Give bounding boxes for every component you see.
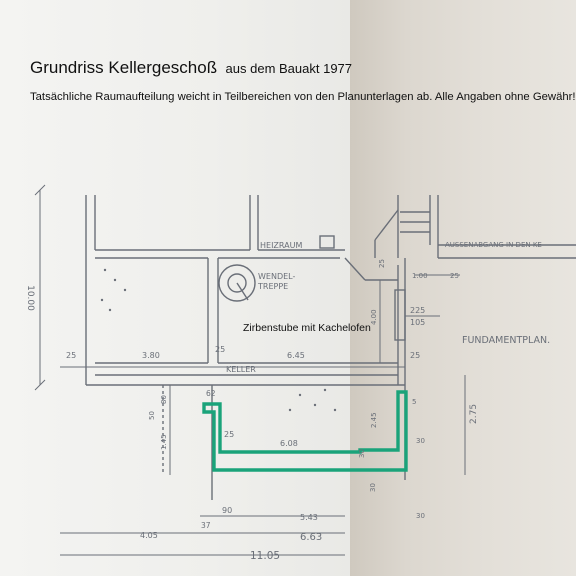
page-title-suffix: aus dem Bauakt 1977 xyxy=(225,61,353,76)
room-label-treppe: TREPPE xyxy=(257,282,288,291)
dim-25-r: 25 xyxy=(450,272,459,280)
dim-4-00: 4.00 xyxy=(370,309,378,325)
dim-11-05: 11.05 xyxy=(250,550,280,562)
dim-80: 80 xyxy=(160,395,168,404)
dim-6-08: 6.08 xyxy=(280,439,298,448)
dim-62: 62 xyxy=(206,389,216,398)
dim-25-right: 25 xyxy=(410,351,420,360)
dim-30-c: 30 xyxy=(369,483,377,492)
wall-diagonal xyxy=(344,257,366,281)
dim-3-80: 3.80 xyxy=(142,351,160,360)
dim-10-00: 10.00 xyxy=(25,285,35,311)
dim-1-00: 1.00 xyxy=(412,272,428,280)
plan-title-fundamentplan: FUNDAMENTPLAN. xyxy=(462,335,550,346)
dim-6-63: 6.63 xyxy=(300,532,322,543)
dim-25-top: 25 xyxy=(378,259,386,268)
dim-25-left: 25 xyxy=(66,351,76,360)
window-right xyxy=(394,289,406,341)
dim-50: 50 xyxy=(148,411,156,420)
dim-2-45: 2.45 xyxy=(370,412,378,428)
dim-5-43: 5.43 xyxy=(300,513,318,522)
dim-4-05: 4.05 xyxy=(140,531,158,540)
dim-30-b: 30 xyxy=(416,437,425,445)
highlight-room-label: Zirbenstube mit Kachelofen xyxy=(243,322,371,334)
dim-tick xyxy=(34,379,46,391)
dim-90: 90 xyxy=(222,506,232,515)
dim-30-d: 30 xyxy=(416,512,425,520)
spiral-stair-line xyxy=(236,282,249,301)
page-title: Grundriss Kellergeschoß aus dem Bauakt 1… xyxy=(30,58,352,78)
dim-30-a: 30 xyxy=(358,449,366,458)
dim-25-inner: 25 xyxy=(224,430,234,439)
stair-diag-1 xyxy=(374,209,399,241)
page-title-main: Grundriss Kellergeschoß xyxy=(30,58,218,77)
dim-37: 37 xyxy=(201,521,211,530)
dim-5: 5 xyxy=(412,398,416,406)
dim-6-45: 6.45 xyxy=(287,351,305,360)
paper-right-sheet xyxy=(350,0,576,576)
spiral-stair-outer xyxy=(218,264,256,302)
room-label-wendel: WENDEL- xyxy=(258,272,295,281)
spiral-stair-inner xyxy=(227,273,247,293)
disclaimer-text: Tatsächliche Raumaufteilung weicht in Te… xyxy=(30,91,576,103)
dim-2-75: 2.75 xyxy=(469,404,479,424)
room-label-aussenabgang: AUSSENABGANG IN DEN KE xyxy=(445,241,542,249)
dim-1-45: 1.45 xyxy=(160,434,168,450)
dim-25-mid: 25 xyxy=(215,345,225,354)
dim-2-25: 225 xyxy=(410,306,425,315)
highlight-room-outline xyxy=(202,390,408,472)
dim-1-05: 105 xyxy=(410,318,425,327)
room-label-keller: KELLER xyxy=(226,365,256,374)
material-marks xyxy=(100,268,337,412)
dim-tick xyxy=(34,184,46,196)
heizraum-boiler xyxy=(319,235,335,249)
paper-left-sheet xyxy=(0,0,350,576)
walls xyxy=(85,195,576,500)
dimension-lines xyxy=(34,184,466,556)
room-label-heizraum: HEIZRAUM xyxy=(260,241,302,250)
